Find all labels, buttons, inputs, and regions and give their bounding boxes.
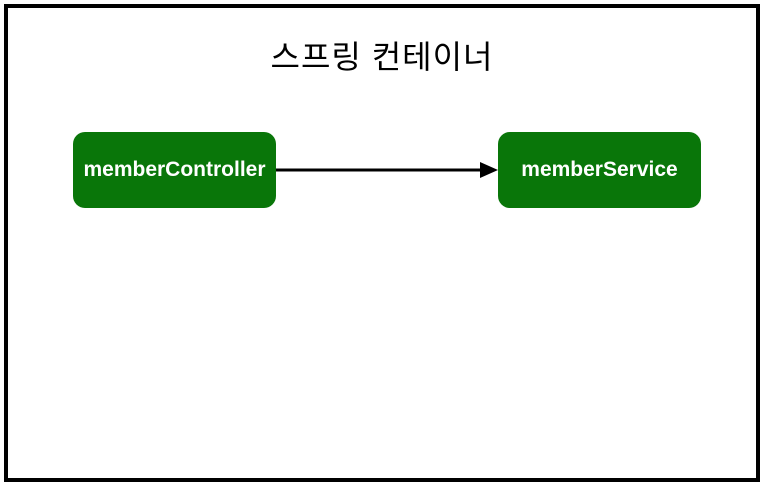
diagram-title: 스프링 컨테이너 [270,39,494,75]
arrowhead-icon [480,162,498,178]
edge-controller-to-service [276,162,498,178]
node-member-controller: memberController [73,132,276,208]
node-member-service-label: memberService [521,158,678,181]
spring-container-frame: 스프링 컨테이너 memberController memberService [4,4,760,482]
node-member-service: memberService [498,132,701,208]
node-member-controller-label: memberController [83,158,266,181]
